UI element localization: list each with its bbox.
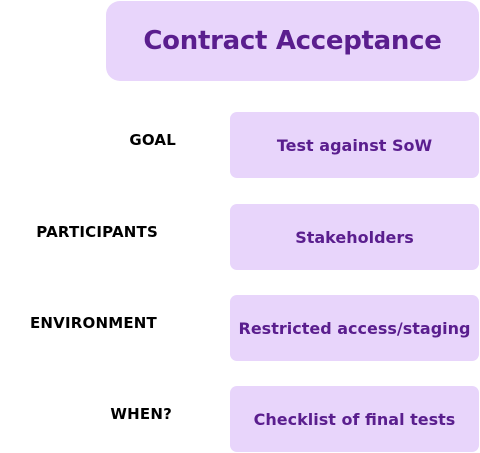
environment-box: Restricted access/staging: [230, 295, 479, 361]
when-box: Checklist of final tests: [230, 386, 479, 452]
when-label: WHEN?: [110, 405, 172, 423]
participants-box: Stakeholders: [230, 204, 479, 270]
participants-label: PARTICIPANTS: [36, 223, 158, 241]
goal-box: Test against SoW: [230, 112, 479, 178]
environment-value: Restricted access/staging: [238, 318, 471, 338]
participants-value: Stakeholders: [295, 227, 414, 247]
when-value: Checklist of final tests: [253, 409, 456, 429]
goal-label: GOAL: [129, 131, 176, 149]
diagram-title: Contract Acceptance: [143, 26, 442, 56]
title-box: Contract Acceptance: [106, 1, 479, 81]
environment-label: ENVIRONMENT: [29, 314, 157, 332]
goal-value: Test against SoW: [276, 135, 433, 155]
